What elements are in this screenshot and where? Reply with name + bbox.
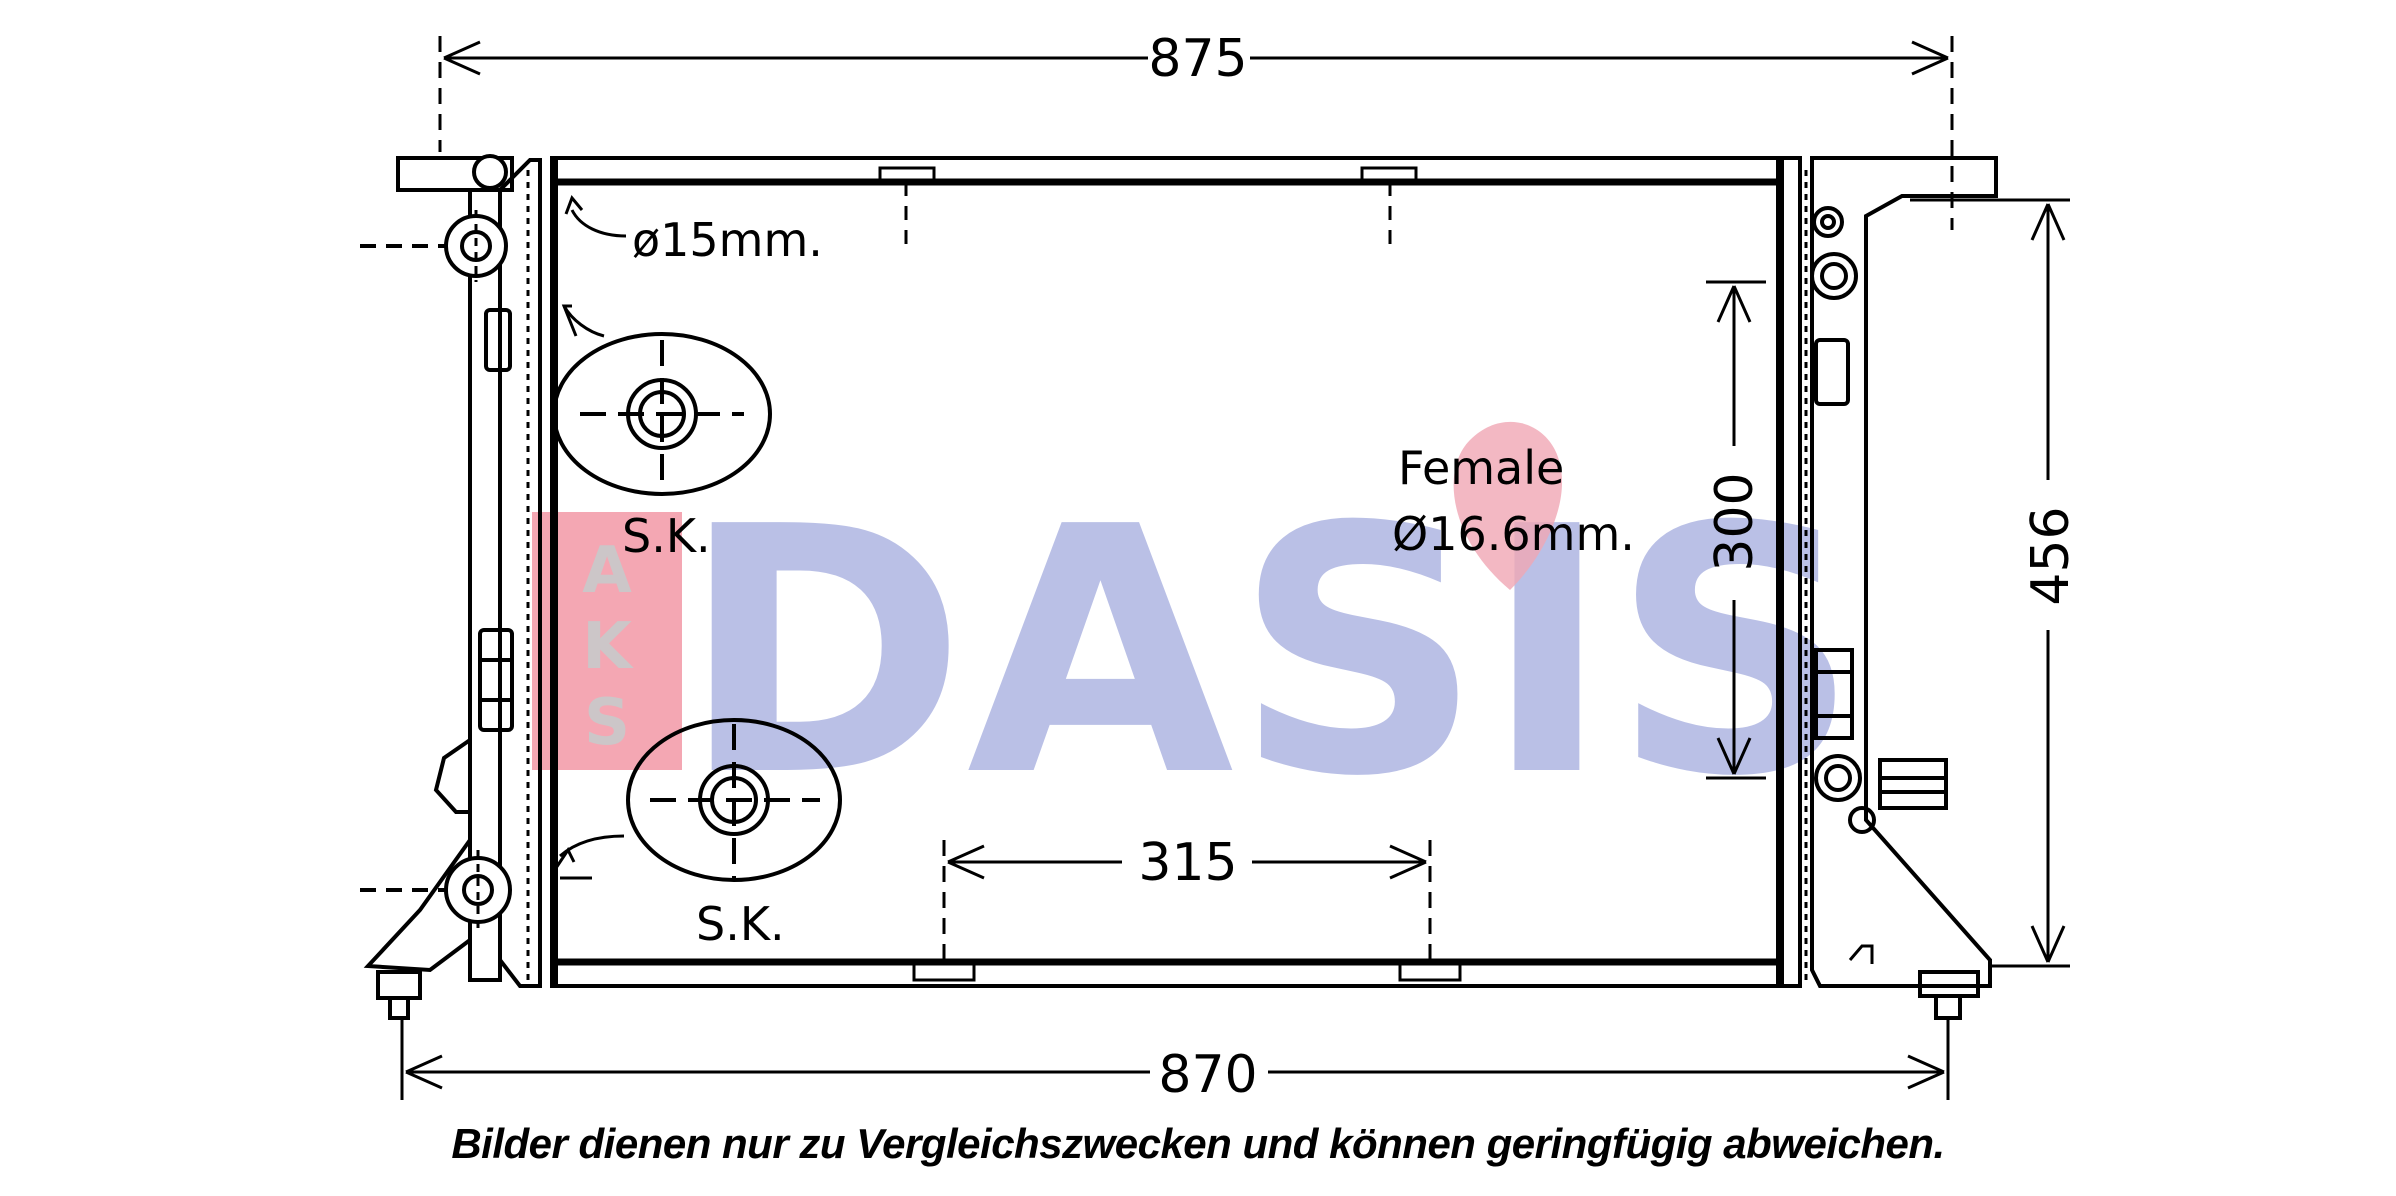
aks-letter-a: A <box>582 534 632 608</box>
dimension-456: 456 <box>2021 506 2081 605</box>
inlet-leader <box>570 209 627 238</box>
disclaimer-text: Bilder dienen nur zu Vergleichszwecken u… <box>451 1120 1945 1167</box>
left-tank <box>360 154 542 1020</box>
radiator-core <box>550 156 1784 988</box>
dimension-300: 300 <box>1705 472 1765 571</box>
right-tank <box>1782 156 1998 1020</box>
inlet-diameter-label: ø15mm. <box>632 213 823 267</box>
sensor-boss-lower <box>554 718 842 882</box>
logo-pin <box>1453 421 1563 590</box>
inlet-leader-arrow <box>564 195 584 215</box>
watermark: A K S DASIS <box>532 421 1860 851</box>
sensor-boss-upper <box>552 304 772 496</box>
aks-letter-s: S <box>584 686 630 760</box>
aks-letter-k: K <box>582 610 634 684</box>
female-label: Female <box>1398 441 1564 495</box>
dimension-875: 875 <box>1148 29 1247 89</box>
dimension-870: 870 <box>1158 1045 1257 1105</box>
sensor-label-lower: S.K. <box>696 897 785 951</box>
dasis-logo: DASIS <box>680 455 1860 851</box>
dimension-lines <box>400 36 2070 1100</box>
female-diameter-label: Ø16.6mm. <box>1392 507 1635 561</box>
sensor-label-upper: S.K. <box>622 509 711 563</box>
dimension-315: 315 <box>1138 833 1237 893</box>
